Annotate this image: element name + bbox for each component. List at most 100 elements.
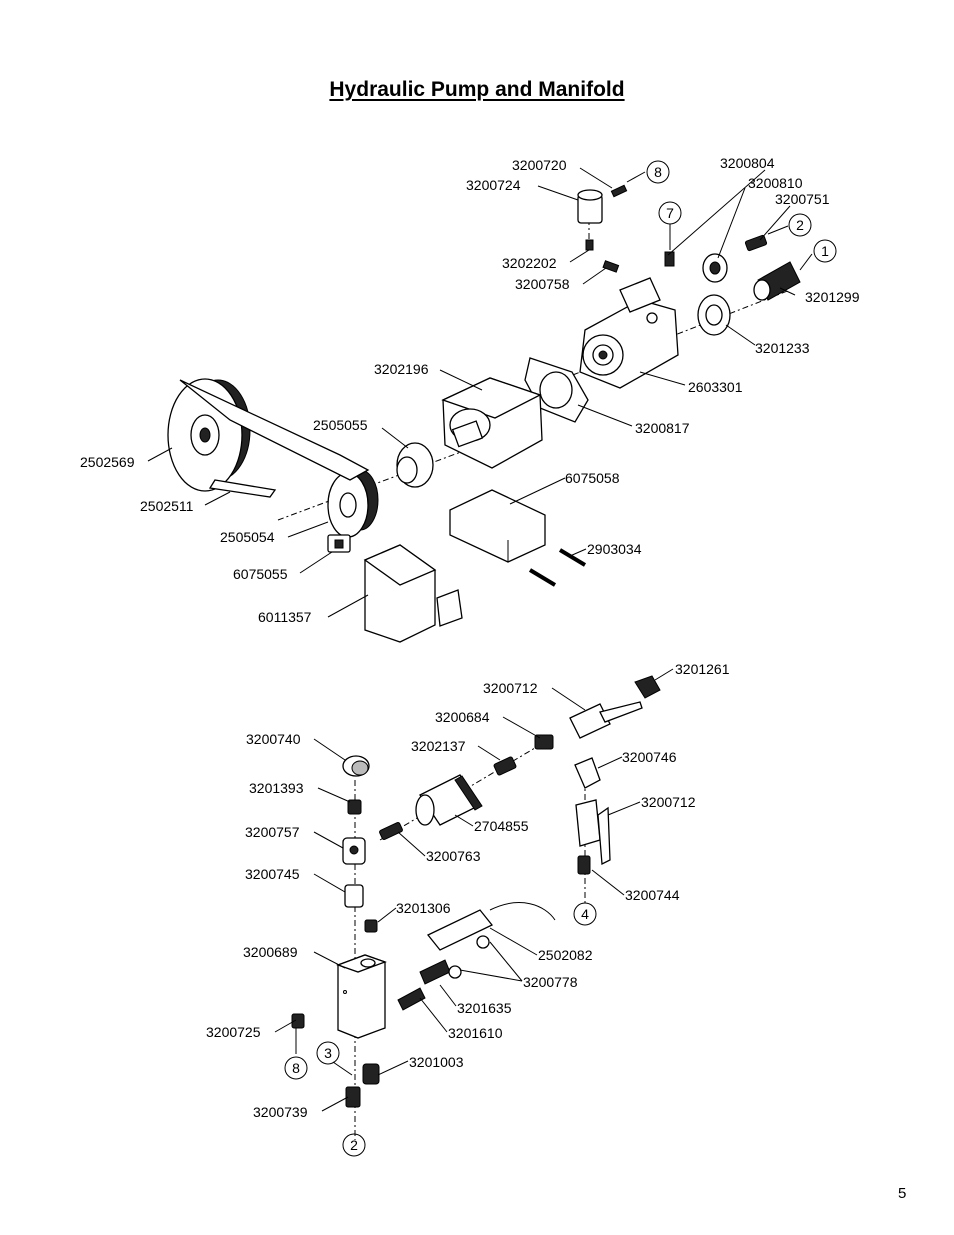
ball-valve-3200712-side-part <box>575 799 611 866</box>
coupling-hub-part <box>396 442 434 488</box>
fitting-3200751-part <box>744 234 768 252</box>
part-label-3201003: 3201003 <box>409 1054 464 1070</box>
part-label-3201299: 3201299 <box>805 289 860 305</box>
pump-pulley-part <box>327 469 379 538</box>
gauge-canister-part <box>577 189 603 251</box>
svg-text:8: 8 <box>292 1060 300 1076</box>
cartridge-3201635-part <box>419 959 462 985</box>
tee-3200757-part <box>342 837 366 865</box>
page-number: 5 <box>898 1185 907 1202</box>
part-label-3202196: 3202196 <box>374 361 429 377</box>
cap-3200740-part <box>342 755 370 777</box>
elbow-3201261-part <box>634 675 661 699</box>
belt-guard-part <box>363 544 463 643</box>
part-label-3201261: 3201261 <box>675 661 730 677</box>
fitting-3200739-part <box>345 1086 361 1108</box>
hose-barb-3201299-part <box>753 261 801 301</box>
part-label-2505055: 2505055 <box>313 417 368 433</box>
key-part <box>327 534 351 553</box>
part-label-2502511: 2502511 <box>140 498 194 514</box>
part-label-6075055: 6075055 <box>233 566 288 582</box>
part-label-3201393: 3201393 <box>249 780 304 796</box>
part-label-3200817: 3200817 <box>635 420 690 436</box>
callout-2-top: 2 <box>788 213 812 237</box>
bolts-part <box>528 548 587 587</box>
part-label-3200804: 3200804 <box>720 155 775 171</box>
part-label-3201306: 3201306 <box>396 900 451 916</box>
flange-3201233-part <box>697 294 731 336</box>
fitting-3201003-part <box>362 1063 380 1085</box>
svg-text:1: 1 <box>821 243 829 259</box>
callout-8-top: 8 <box>646 160 670 184</box>
part-label-3200751: 3200751 <box>775 191 830 207</box>
part-label-2505054: 2505054 <box>220 529 275 545</box>
manifold-block-part <box>336 954 387 1039</box>
part-label-3200725: 3200725 <box>206 1024 261 1040</box>
callout-7: 7 <box>658 201 682 225</box>
part-label-3200746: 3200746 <box>622 749 677 765</box>
callout-8-bottom: 8 <box>284 1056 308 1080</box>
valve-3201610-part <box>397 987 426 1011</box>
part-label-3200712-top: 3200712 <box>483 680 538 696</box>
coupler-3200745-part <box>344 884 364 908</box>
fitting-3200725-part <box>291 1013 305 1029</box>
elbow-3200746-part <box>574 757 601 789</box>
part-label-3201233: 3201233 <box>755 340 810 356</box>
callout-1: 1 <box>813 239 837 263</box>
fitting-3200758-part <box>602 260 620 273</box>
part-label-2603301: 2603301 <box>688 379 743 395</box>
hydraulic-pump-part <box>579 277 679 389</box>
tee-3200684-part <box>534 734 554 750</box>
part-label-3200744: 3200744 <box>625 887 680 903</box>
part-label-2903034: 2903034 <box>587 541 642 557</box>
part-label-3200778: 3200778 <box>523 974 578 990</box>
part-label-2502082: 2502082 <box>538 947 593 963</box>
callout-3: 3 <box>316 1041 340 1065</box>
callout-2-bottom: 2 <box>342 1133 366 1157</box>
part-label-3201635: 3201635 <box>457 1000 512 1016</box>
bell-housing-part <box>441 377 543 469</box>
fitting-3200744-part <box>577 855 591 875</box>
part-label-3200757: 3200757 <box>245 824 300 840</box>
svg-text:3: 3 <box>324 1045 332 1061</box>
part-label-3200739: 3200739 <box>253 1104 308 1120</box>
fitting-3200763-part <box>379 821 403 841</box>
drive-belt-part <box>179 379 370 498</box>
filter-2704855-part <box>415 774 483 826</box>
part-label-2704855: 2704855 <box>474 818 529 834</box>
svg-text:7: 7 <box>666 205 674 221</box>
part-label-3200724: 3200724 <box>466 177 521 193</box>
part-label-6075058: 6075058 <box>565 470 620 486</box>
part-label-3200758: 3200758 <box>515 276 570 292</box>
callout-4: 4 <box>573 902 597 926</box>
flange-3200810-part <box>702 253 728 283</box>
fitting-3200720-part <box>610 184 628 198</box>
part-label-3200740: 3200740 <box>246 731 301 747</box>
ball-valve-3200712-top-part <box>569 701 643 739</box>
part-label-3202137: 3202137 <box>411 738 466 754</box>
part-label-3201610: 3201610 <box>448 1025 503 1041</box>
svg-text:4: 4 <box>581 906 589 922</box>
part-label-3202202: 3202202 <box>502 255 557 271</box>
part-label-2502569: 2502569 <box>80 454 135 470</box>
svg-text:8: 8 <box>654 164 662 180</box>
solenoid-valve-part <box>426 902 556 951</box>
mounting-bracket-part <box>449 489 546 563</box>
part-label-3200720: 3200720 <box>512 157 567 173</box>
plug-3201306-part <box>364 919 378 933</box>
fitting-3202137-part <box>493 756 517 776</box>
svg-text:2: 2 <box>350 1137 358 1153</box>
leader-lines <box>147 167 813 1112</box>
page-title: Hydraulic Pump and Manifold <box>329 78 625 101</box>
part-label-3200763: 3200763 <box>426 848 481 864</box>
fitting-7-part <box>664 251 675 267</box>
part-label-3200712-side: 3200712 <box>641 794 696 810</box>
part-label-6011357: 6011357 <box>258 609 312 625</box>
part-label-3200689: 3200689 <box>243 944 298 960</box>
svg-text:2: 2 <box>796 217 804 233</box>
fitting-3201393-part <box>347 799 362 815</box>
part-label-3200810: 3200810 <box>748 175 803 191</box>
part-label-3200684: 3200684 <box>435 709 490 725</box>
part-label-3200745: 3200745 <box>245 866 300 882</box>
